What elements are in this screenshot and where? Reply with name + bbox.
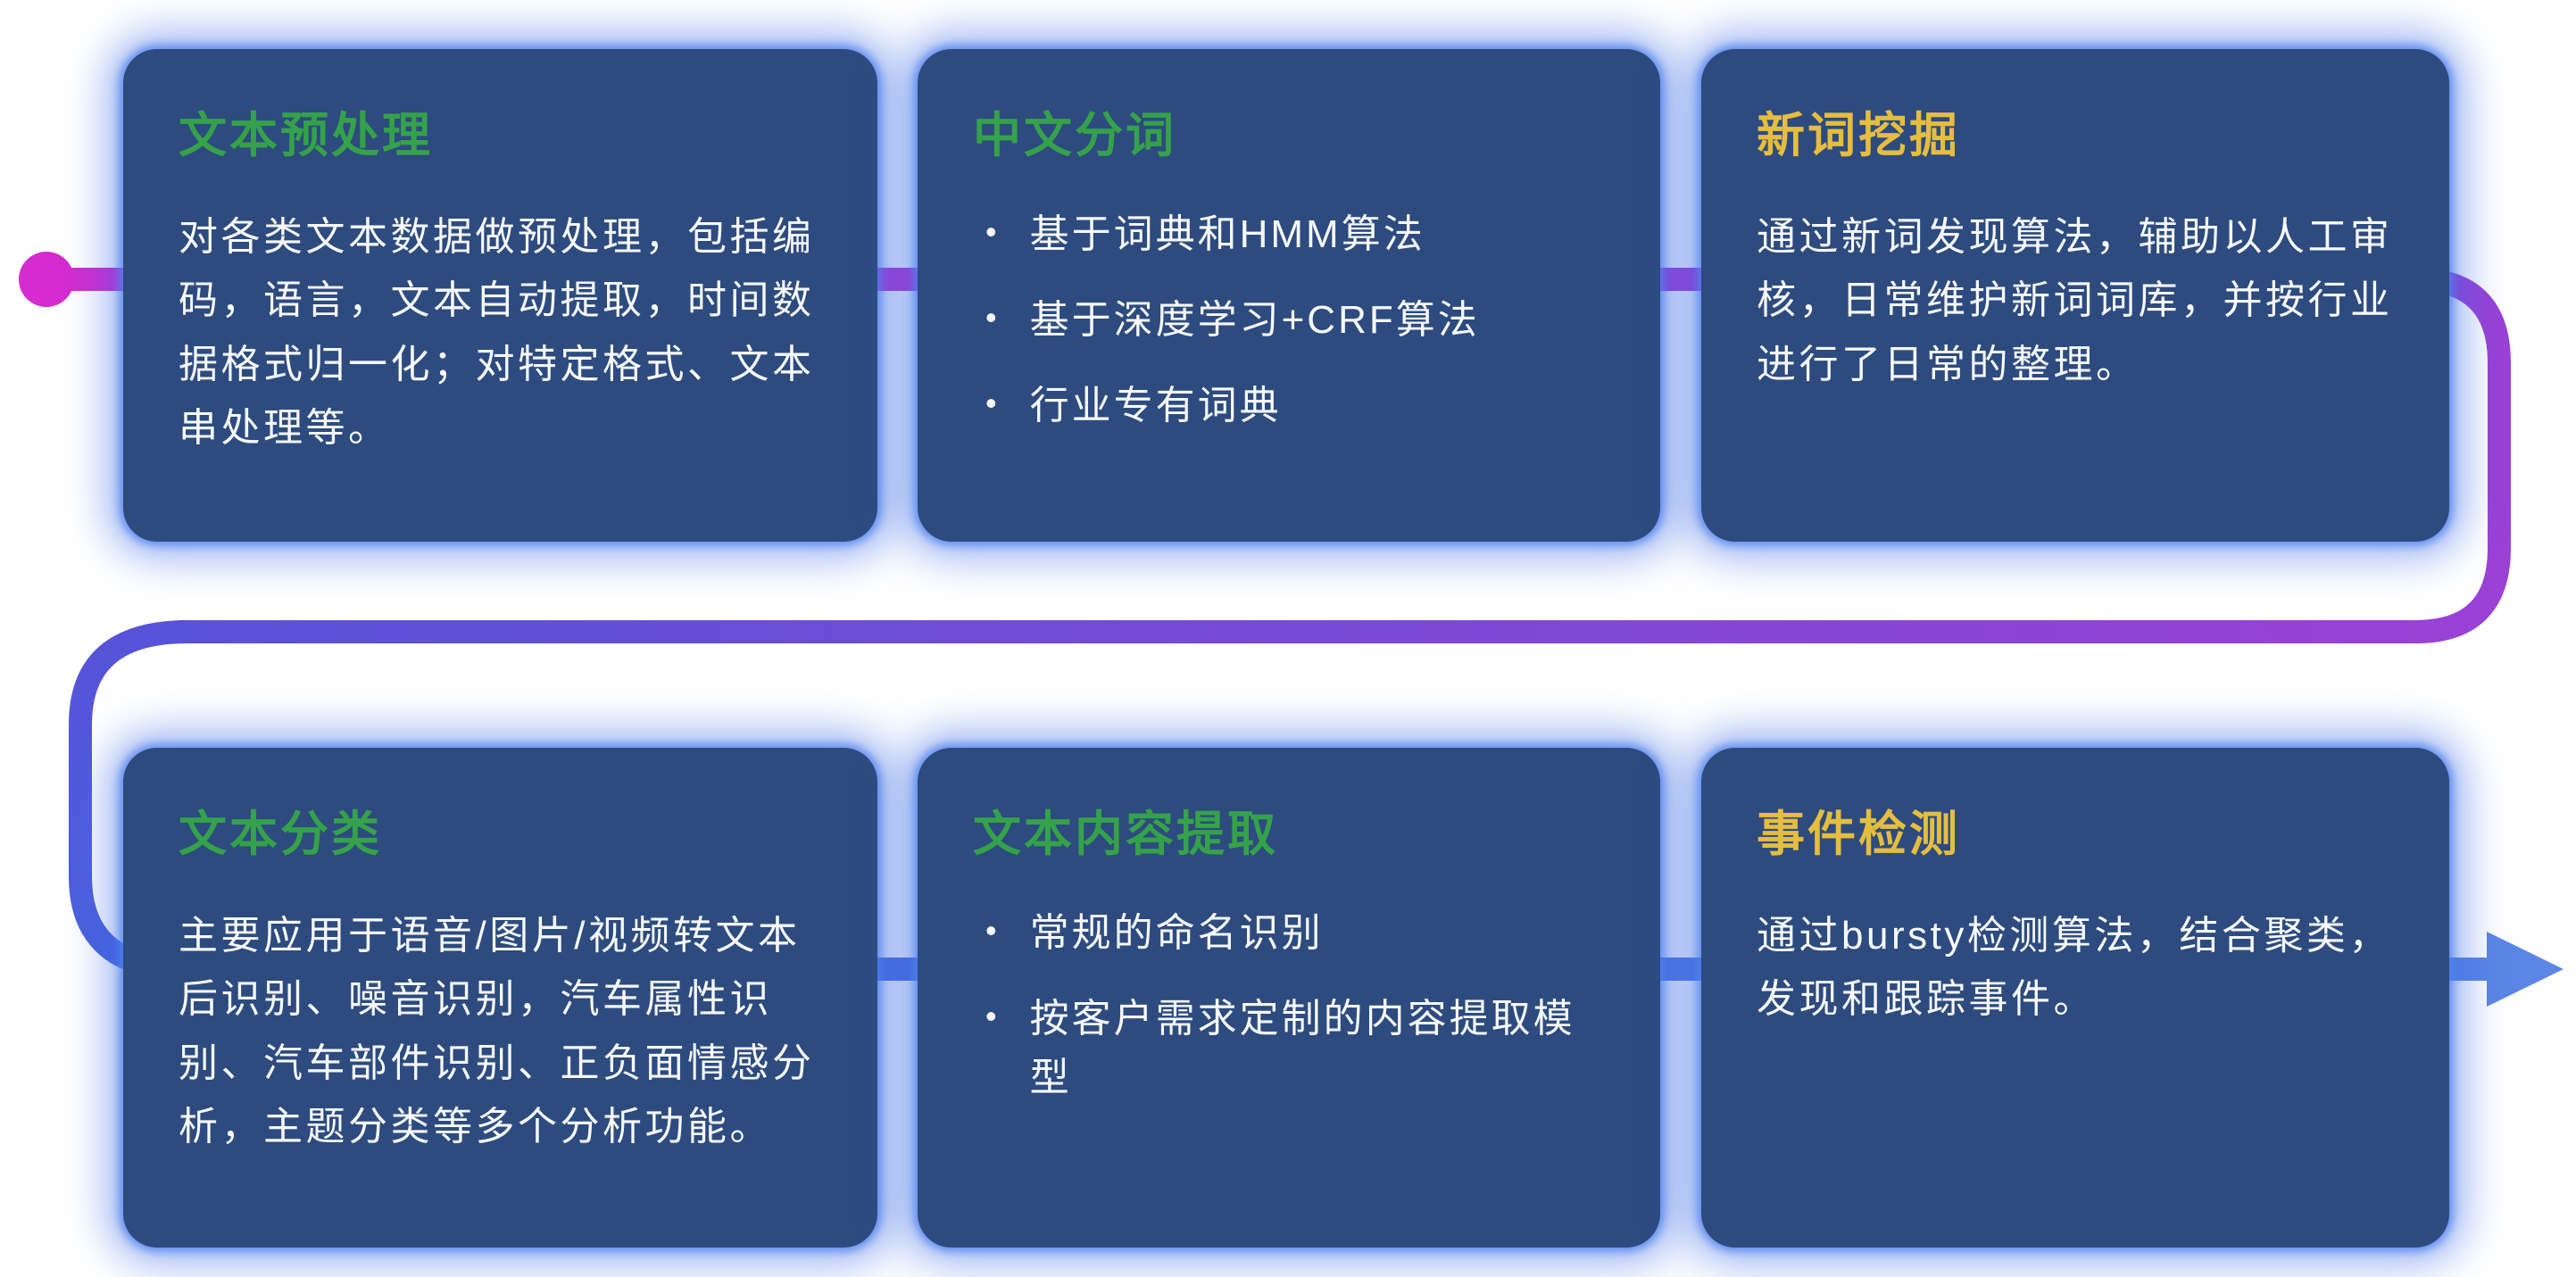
card-body: 对各类文本数据做预处理，包括编码，语言，文本自动提取，时间数据格式归一化；对特定… bbox=[179, 215, 815, 450]
bullet-item: • 行业专有词典 bbox=[985, 377, 1605, 435]
bullet-item: • 按客户需求定制的内容提取模型 bbox=[985, 990, 1605, 1107]
flow-start-dot bbox=[19, 252, 74, 307]
card-body: 通过bursty检测算法，结合聚类，发现和跟踪事件。 bbox=[1757, 914, 2391, 1022]
bullet-dot-icon: • bbox=[985, 213, 1000, 250]
bullet-item: • 常规的命名识别 bbox=[985, 904, 1605, 963]
bullet-dot-icon: • bbox=[985, 912, 1000, 949]
bullet-text: 常规的命名识别 bbox=[1029, 911, 1324, 955]
card-title: 事件检测 bbox=[1757, 808, 1960, 861]
card-title: 文本分类 bbox=[179, 808, 382, 861]
bullet-item: • 基于深度学习+CRF算法 bbox=[985, 291, 1605, 350]
card-title: 新词挖掘 bbox=[1757, 109, 1960, 162]
card-chinese-word-segmentation: 中文分词 • 基于词典和HMM算法 • 基于深度学习+CRF算法 • 行业专有词典 bbox=[918, 49, 1660, 542]
bullet-text: 基于深度学习+CRF算法 bbox=[1029, 298, 1480, 342]
bullet-dot-icon: • bbox=[985, 299, 1000, 336]
flow-segment-right-return bbox=[179, 268, 2511, 643]
card-text-preprocessing: 文本预处理 对各类文本数据做预处理，包括编码，语言，文本自动提取，时间数据格式归… bbox=[123, 49, 877, 542]
card-title: 文本内容提取 bbox=[973, 808, 1278, 861]
bullet-text: 行业专有词典 bbox=[1029, 384, 1282, 427]
card-event-detection: 事件检测 通过bursty检测算法，结合聚类，发现和跟踪事件。 bbox=[1701, 748, 2449, 1248]
bullet-item: • 基于词典和HMM算法 bbox=[985, 205, 1605, 264]
card-text-classification: 文本分类 主要应用于语音/图片/视频转文本后识别、噪音识别，汽车属性识别、汽车部… bbox=[123, 748, 877, 1248]
card-bullet-list: • 基于词典和HMM算法 • 基于深度学习+CRF算法 • 行业专有词典 bbox=[973, 205, 1605, 435]
bullet-text: 按客户需求定制的内容提取模型 bbox=[1029, 997, 1575, 1099]
card-body: 主要应用于语音/图片/视频转文本后识别、噪音识别，汽车属性识别、汽车部件识别、正… bbox=[179, 914, 815, 1148]
bullet-text: 基于词典和HMM算法 bbox=[1029, 212, 1425, 256]
card-new-word-mining: 新词挖掘 通过新词发现算法，辅助以人工审核，日常维护新词词库，并按行业进行了日常… bbox=[1701, 49, 2449, 542]
card-body: 通过新词发现算法，辅助以人工审核，日常维护新词词库，并按行业进行了日常的整理。 bbox=[1757, 215, 2393, 386]
card-text-content-extraction: 文本内容提取 • 常规的命名识别 • 按客户需求定制的内容提取模型 bbox=[918, 748, 1660, 1248]
bullet-dot-icon: • bbox=[985, 998, 1000, 1034]
card-title: 中文分词 bbox=[973, 109, 1176, 162]
card-bullet-list: • 常规的命名识别 • 按客户需求定制的内容提取模型 bbox=[973, 904, 1605, 1107]
flow-end-arrow-icon bbox=[2487, 932, 2564, 1007]
card-title: 文本预处理 bbox=[179, 109, 433, 162]
bullet-dot-icon: • bbox=[985, 385, 1000, 421]
